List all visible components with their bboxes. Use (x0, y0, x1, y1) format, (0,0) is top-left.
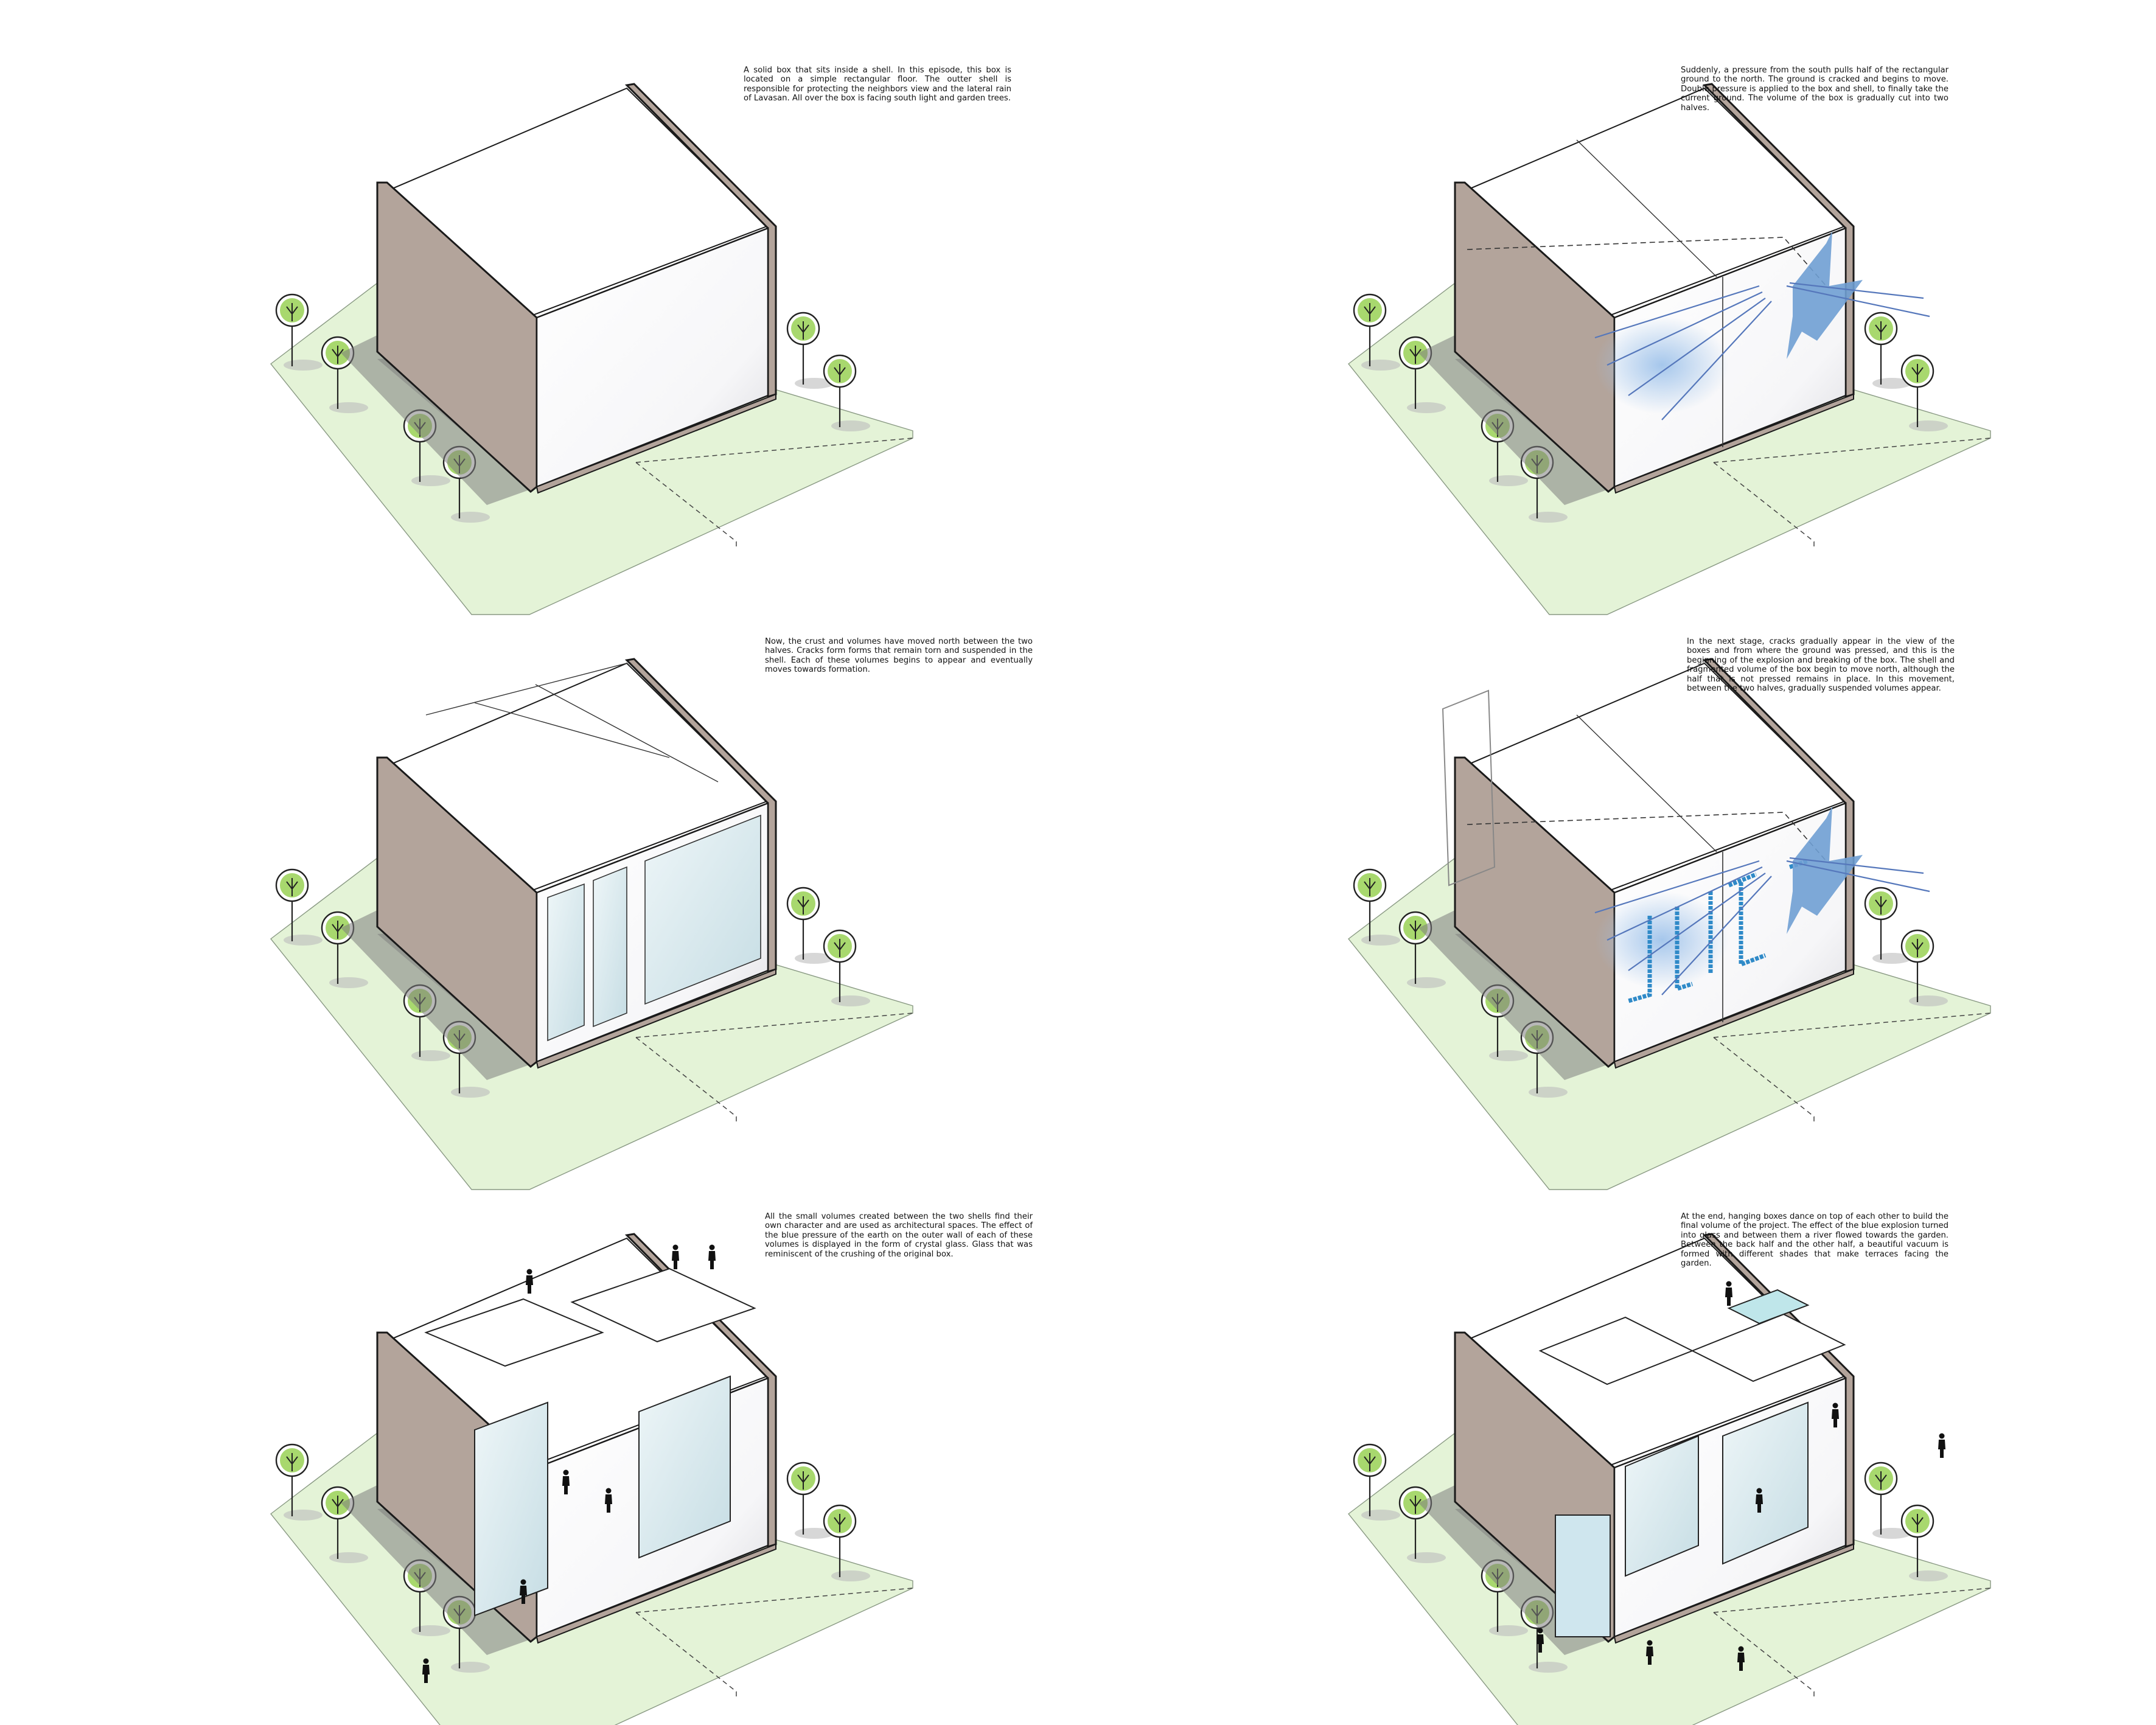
person-head (1833, 1403, 1838, 1409)
tree-shadow (284, 360, 323, 371)
stage-6-caption: At the end, hanging boxes dance on top o… (1681, 1212, 1948, 1268)
stage-1-caption: A solid box that sits inside a shell. In… (744, 66, 1011, 103)
tree-shadow (411, 1050, 450, 1061)
tree-shadow (451, 1087, 490, 1098)
stage-3-panel: Now, the crust and volumes have moved no… (0, 575, 1078, 1150)
person-head (521, 1580, 526, 1585)
stage-2-caption: Suddenly, a pressure from the south pull… (1681, 66, 1948, 113)
person-head (1757, 1488, 1762, 1494)
stage-4-panel: In the next stage, cracks gradually appe… (1078, 575, 2156, 1150)
tree-shadow (1909, 995, 1948, 1006)
stage-5-panel: All the small volumes created between th… (0, 1150, 1078, 1725)
tree-shadow (1361, 1510, 1400, 1521)
person-body (708, 1251, 716, 1269)
tree-shadow (1909, 1570, 1948, 1581)
glass-volume (548, 884, 584, 1040)
person-body (672, 1251, 679, 1269)
stage-1-panel: A solid box that sits inside a shell. In… (0, 0, 1078, 575)
stage-4-drawing (1078, 575, 2156, 1150)
person-head (1739, 1647, 1744, 1652)
stage-3-caption: Now, the crust and volumes have moved no… (765, 637, 1033, 675)
tree-shadow (1489, 475, 1528, 486)
tree-shadow (451, 512, 490, 523)
tree-shadow (329, 977, 368, 988)
tree-shadow (1909, 420, 1948, 431)
person-head (527, 1269, 532, 1275)
stage-6-drawing (1078, 1150, 2156, 1725)
person-body (1938, 1440, 1945, 1458)
tree-shadow (284, 935, 323, 946)
person-head (424, 1659, 429, 1664)
person-head (1538, 1628, 1543, 1634)
person-icon (708, 1245, 716, 1270)
glass-volume (475, 1403, 548, 1615)
tree-shadow (831, 1570, 870, 1581)
stage-2-panel: Suddenly, a pressure from the south pull… (1078, 0, 2156, 575)
tree-shadow (411, 1625, 450, 1636)
person-head (1647, 1640, 1653, 1646)
stage-6-panel: At the end, hanging boxes dance on top o… (1078, 1150, 2156, 1725)
stage-2-drawing (1078, 0, 2156, 575)
person-icon (1938, 1434, 1945, 1458)
person-head (710, 1245, 715, 1250)
tree-shadow (831, 995, 870, 1006)
tree-shadow (1489, 1625, 1528, 1636)
tree-shadow (1407, 977, 1446, 988)
person-icon (672, 1245, 679, 1270)
tree-shadow (284, 1510, 323, 1521)
glazed-facade (1555, 1515, 1610, 1637)
tree-shadow (411, 475, 450, 486)
tree-shadow (329, 402, 368, 413)
tree-shadow (1361, 935, 1400, 946)
person-head (673, 1245, 679, 1250)
tree-shadow (1407, 1552, 1446, 1563)
person-head (563, 1470, 569, 1476)
tree-shadow (451, 1662, 490, 1673)
tree-shadow (1407, 402, 1446, 413)
tree-shadow (1489, 1050, 1528, 1061)
tree-shadow (1529, 1087, 1568, 1098)
stage-5-caption: All the small volumes created between th… (765, 1212, 1033, 1259)
glass-volume (593, 867, 627, 1026)
tree-shadow (1529, 1662, 1568, 1673)
tree-shadow (329, 1552, 368, 1563)
person-head (606, 1488, 612, 1494)
stage-4-caption: In the next stage, cracks gradually appe… (1687, 637, 1955, 693)
tree-shadow (1529, 512, 1568, 523)
person-head (1726, 1281, 1732, 1287)
tree-shadow (831, 420, 870, 431)
tree-shadow (1361, 360, 1400, 371)
person-head (1939, 1434, 1945, 1439)
